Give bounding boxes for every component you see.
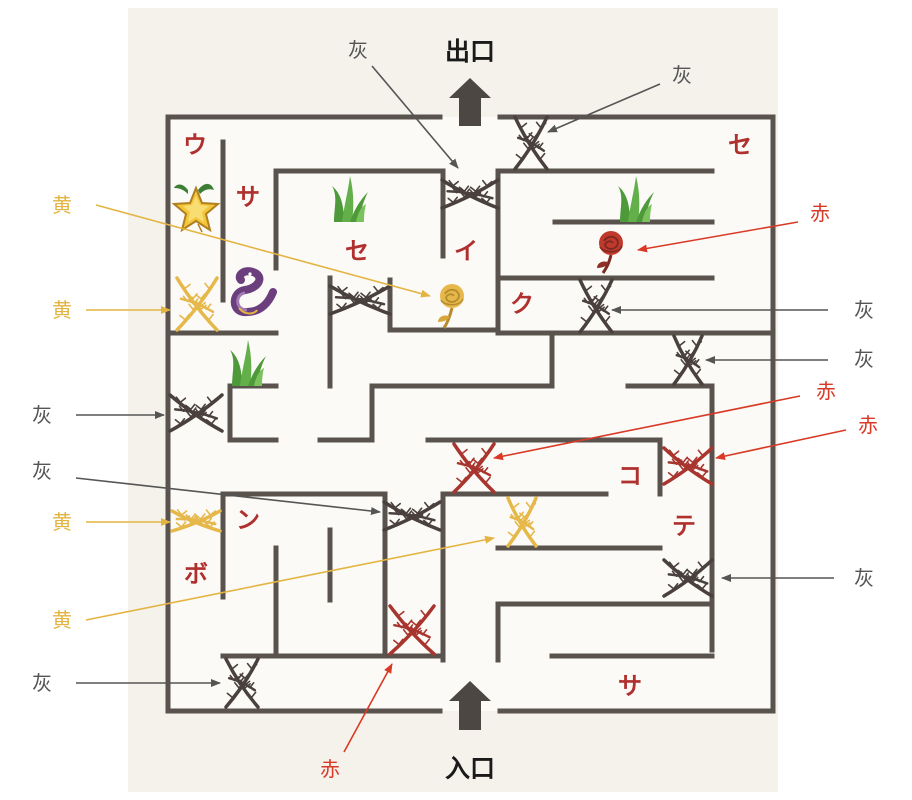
callout-arrow: [371, 65, 459, 169]
callout-label: 赤: [858, 413, 878, 437]
callout-label: 灰: [854, 566, 874, 590]
grass-icon: [230, 340, 266, 386]
callout-label: 黄: [52, 510, 72, 534]
star-with-leaves-icon: [171, 183, 221, 233]
exit-label: 出口: [445, 37, 495, 66]
callout-arrow: [85, 535, 495, 621]
thorn-bush-icon: [662, 558, 714, 598]
cell-labels: ウ サ セ イ ク セ ン ボ コ テ サ: [183, 131, 752, 700]
callout-label: 黄: [52, 608, 72, 632]
callout-label: 灰: [854, 298, 874, 322]
thorn-bushes: [168, 115, 714, 709]
thorn-bush-icon: [388, 604, 436, 656]
cell-label-ku: ク: [510, 290, 534, 318]
maze-floor: [168, 117, 774, 711]
thorn-bush-icon: [578, 278, 614, 334]
thorn-bush-icon: [170, 509, 222, 533]
yellow-rose-icon: [438, 284, 464, 329]
entrance-arrow: [449, 681, 491, 730]
cell-label-n: ン: [236, 506, 260, 534]
thorn-bush-icon: [452, 442, 496, 494]
thorn-bush-icon: [506, 496, 538, 548]
callout-arrow: [75, 477, 381, 515]
thorn-bush-icon: [513, 115, 549, 171]
callout-label: 黄: [52, 298, 72, 322]
callout-label: 灰: [32, 671, 52, 695]
cell-label-se-left: セ: [345, 237, 369, 265]
callout-arrow: [547, 83, 661, 133]
thorn-bush-icon: [440, 178, 500, 210]
cell-label-se-right: セ: [728, 131, 752, 159]
callout-label: 灰: [672, 63, 692, 87]
red-rose-icon: [597, 231, 623, 274]
callout-label: 赤: [810, 201, 830, 225]
callout-labels: 灰 灰 黄 赤 黄 灰 灰 赤 灰 赤 灰 黄 灰 黄 灰 赤: [32, 38, 878, 781]
callout-label: 黄: [52, 193, 72, 217]
callout-label: 赤: [816, 379, 836, 403]
callout-arrow: [493, 395, 801, 461]
entrance-label: 入口: [445, 754, 495, 783]
cell-label-i: イ: [454, 237, 478, 265]
thorn-bush-icon: [328, 284, 392, 316]
thorn-bush-icon: [662, 446, 714, 486]
exit-arrow: [449, 78, 491, 126]
maze-walls: [165, 114, 776, 714]
snake-icon: [230, 267, 277, 316]
grass-icon: [332, 176, 368, 222]
thorn-bush-icon: [175, 276, 219, 332]
cell-label-te: テ: [672, 512, 696, 540]
thorn-bush-icon: [224, 657, 260, 709]
callout-label: 灰: [32, 403, 52, 427]
grass-icon: [618, 176, 654, 222]
callout-label: 灰: [32, 459, 52, 483]
cell-label-bo: ボ: [184, 560, 208, 588]
callout-label: 灰: [854, 347, 874, 371]
callout-arrows: [75, 65, 847, 753]
cell-label-u: ウ: [183, 131, 207, 159]
callout-arrow: [715, 429, 847, 461]
cell-label-sa-bottom: サ: [618, 672, 642, 700]
callout-label: 赤: [320, 757, 340, 781]
callout-arrow: [95, 204, 431, 298]
thorn-bush-icon: [168, 393, 224, 433]
cell-label-ko: コ: [618, 462, 642, 490]
callout-arrow: [637, 221, 799, 253]
thorn-bush-icon: [672, 334, 704, 386]
callout-label: 灰: [348, 38, 368, 62]
cell-label-sa-top: サ: [236, 183, 260, 211]
thorn-bush-icon: [382, 500, 442, 532]
callout-arrow: [343, 663, 393, 753]
